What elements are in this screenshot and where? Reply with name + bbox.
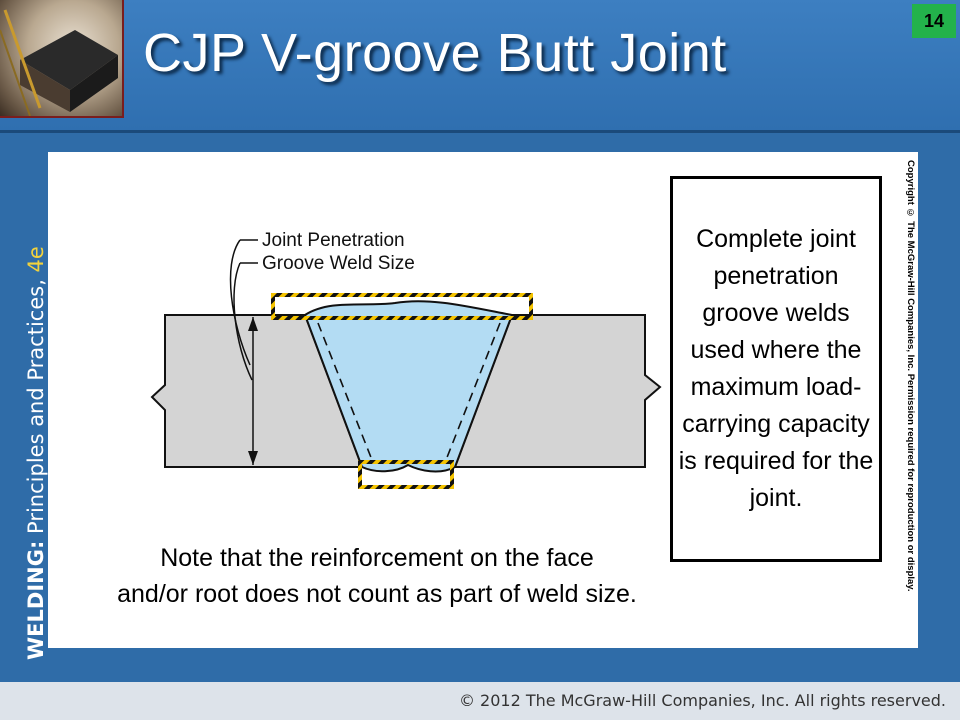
slide-number-badge: 14 xyxy=(912,4,956,38)
header-photo xyxy=(0,0,124,118)
header-divider xyxy=(0,130,960,133)
weld-metal xyxy=(303,300,514,473)
joint-penetration-label: Joint Penetration xyxy=(262,230,405,251)
book-edition: 4e xyxy=(24,246,48,273)
book-title-rest: Principles and Practices, xyxy=(24,272,48,541)
groove-weld-size-label: Groove Weld Size xyxy=(262,253,415,274)
note-line-1: Note that the reinforcement on the face xyxy=(160,544,594,572)
face-reinforcement-highlight xyxy=(271,293,533,320)
book-title-vertical: WELDING: Principles and Practices, 4e xyxy=(24,246,48,660)
copyright-vertical: Copyright © The McGraw-Hill Companies, I… xyxy=(905,160,916,592)
note-line-2: and/or root does not count as part of we… xyxy=(117,580,637,608)
book-title-bold: WELDING: xyxy=(24,540,48,660)
v-groove-joint-diagram: Joint Penetration Groove Weld Size xyxy=(150,230,662,489)
footer-bar: © 2012 The McGraw-Hill Companies, Inc. A… xyxy=(0,682,960,720)
reinforcement-note: Note that the reinforcement on the face … xyxy=(52,540,702,612)
slide-title: CJP V-groove Butt Joint xyxy=(143,23,727,83)
root-reinforcement-highlight xyxy=(358,460,454,489)
definition-text: Complete joint penetration groove welds … xyxy=(678,225,874,512)
definition-callout: Complete joint penetration groove welds … xyxy=(670,176,882,562)
weld-size-dimension xyxy=(229,239,270,468)
right-plate xyxy=(453,314,662,468)
footer-copyright: © 2012 The McGraw-Hill Companies, Inc. A… xyxy=(458,691,946,710)
header-bar xyxy=(0,0,960,130)
